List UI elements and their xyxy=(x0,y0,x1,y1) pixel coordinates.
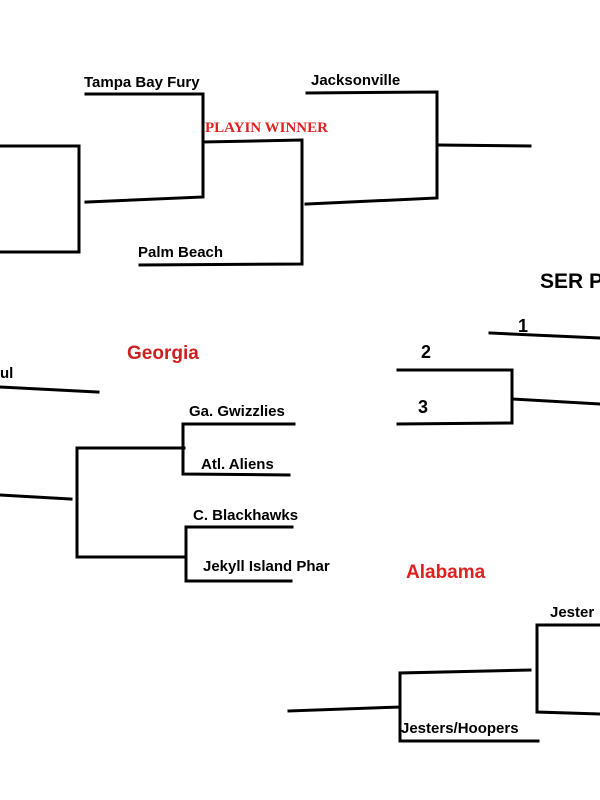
team-label-palm-beach: Palm Beach xyxy=(138,244,223,261)
florida-bracket: Tampa Bay Fury Jacksonville PLAYIN WINNE… xyxy=(0,72,532,267)
team-label-gwizzlies: Ga. Gwizzlies xyxy=(189,403,285,420)
bracket-line-alabama-stub xyxy=(287,705,402,713)
team-label-jesters-hoopers: Jesters/Hoopers xyxy=(401,720,519,737)
team-label-aliens: Atl. Aliens xyxy=(201,456,274,473)
bracket-line-playin-palm xyxy=(138,138,304,267)
bracket-line-blackhawks-jekyll xyxy=(184,525,294,583)
team-label-jekyll: Jekyll Island Phar xyxy=(203,558,330,575)
bracket-line-georgia-semis xyxy=(75,446,188,559)
team-label-jester-partial: Jester xyxy=(550,604,594,621)
bracket-line-seeds-2-3 xyxy=(396,368,514,426)
team-label-playin-winner: PLAYIN WINNER xyxy=(205,120,328,136)
section-title-ser: SER P xyxy=(540,270,600,293)
bracket-line-jester-slot xyxy=(535,623,600,716)
bracket-line-partial-left xyxy=(0,385,100,394)
seed-label-1: 1 xyxy=(518,316,528,336)
team-label-partial-left: ul xyxy=(0,365,13,382)
bracket-line-gwizzlies-aliens xyxy=(181,422,296,477)
bracket-line-florida-final xyxy=(436,143,532,148)
bracket-line-left-partial xyxy=(0,144,81,254)
seed-label-2: 2 xyxy=(421,342,431,362)
region-title-georgia: Georgia xyxy=(127,343,199,364)
bracket-line-seed-1 xyxy=(488,331,600,340)
bracket-line-left-stub xyxy=(0,493,73,501)
ser-bracket: SER P 1 2 3 xyxy=(396,270,600,426)
bracket-line-ser-advance xyxy=(510,397,600,406)
team-label-jacksonville: Jacksonville xyxy=(311,72,400,89)
team-label-blackhawks: C. Blackhawks xyxy=(193,507,298,524)
alabama-bracket: Alabama Jester Jesters/Hoopers xyxy=(287,562,600,743)
seed-label-3: 3 xyxy=(418,397,428,417)
bracket-line-jacksonville-slot xyxy=(304,90,439,206)
bracket-line-tampa-slot xyxy=(84,92,205,204)
region-title-alabama: Alabama xyxy=(406,562,486,583)
georgia-bracket: Georgia ul Ga. Gwizzlies Atl. Aliens C. … xyxy=(0,343,330,583)
team-label-tampa-bay: Tampa Bay Fury xyxy=(84,74,200,91)
